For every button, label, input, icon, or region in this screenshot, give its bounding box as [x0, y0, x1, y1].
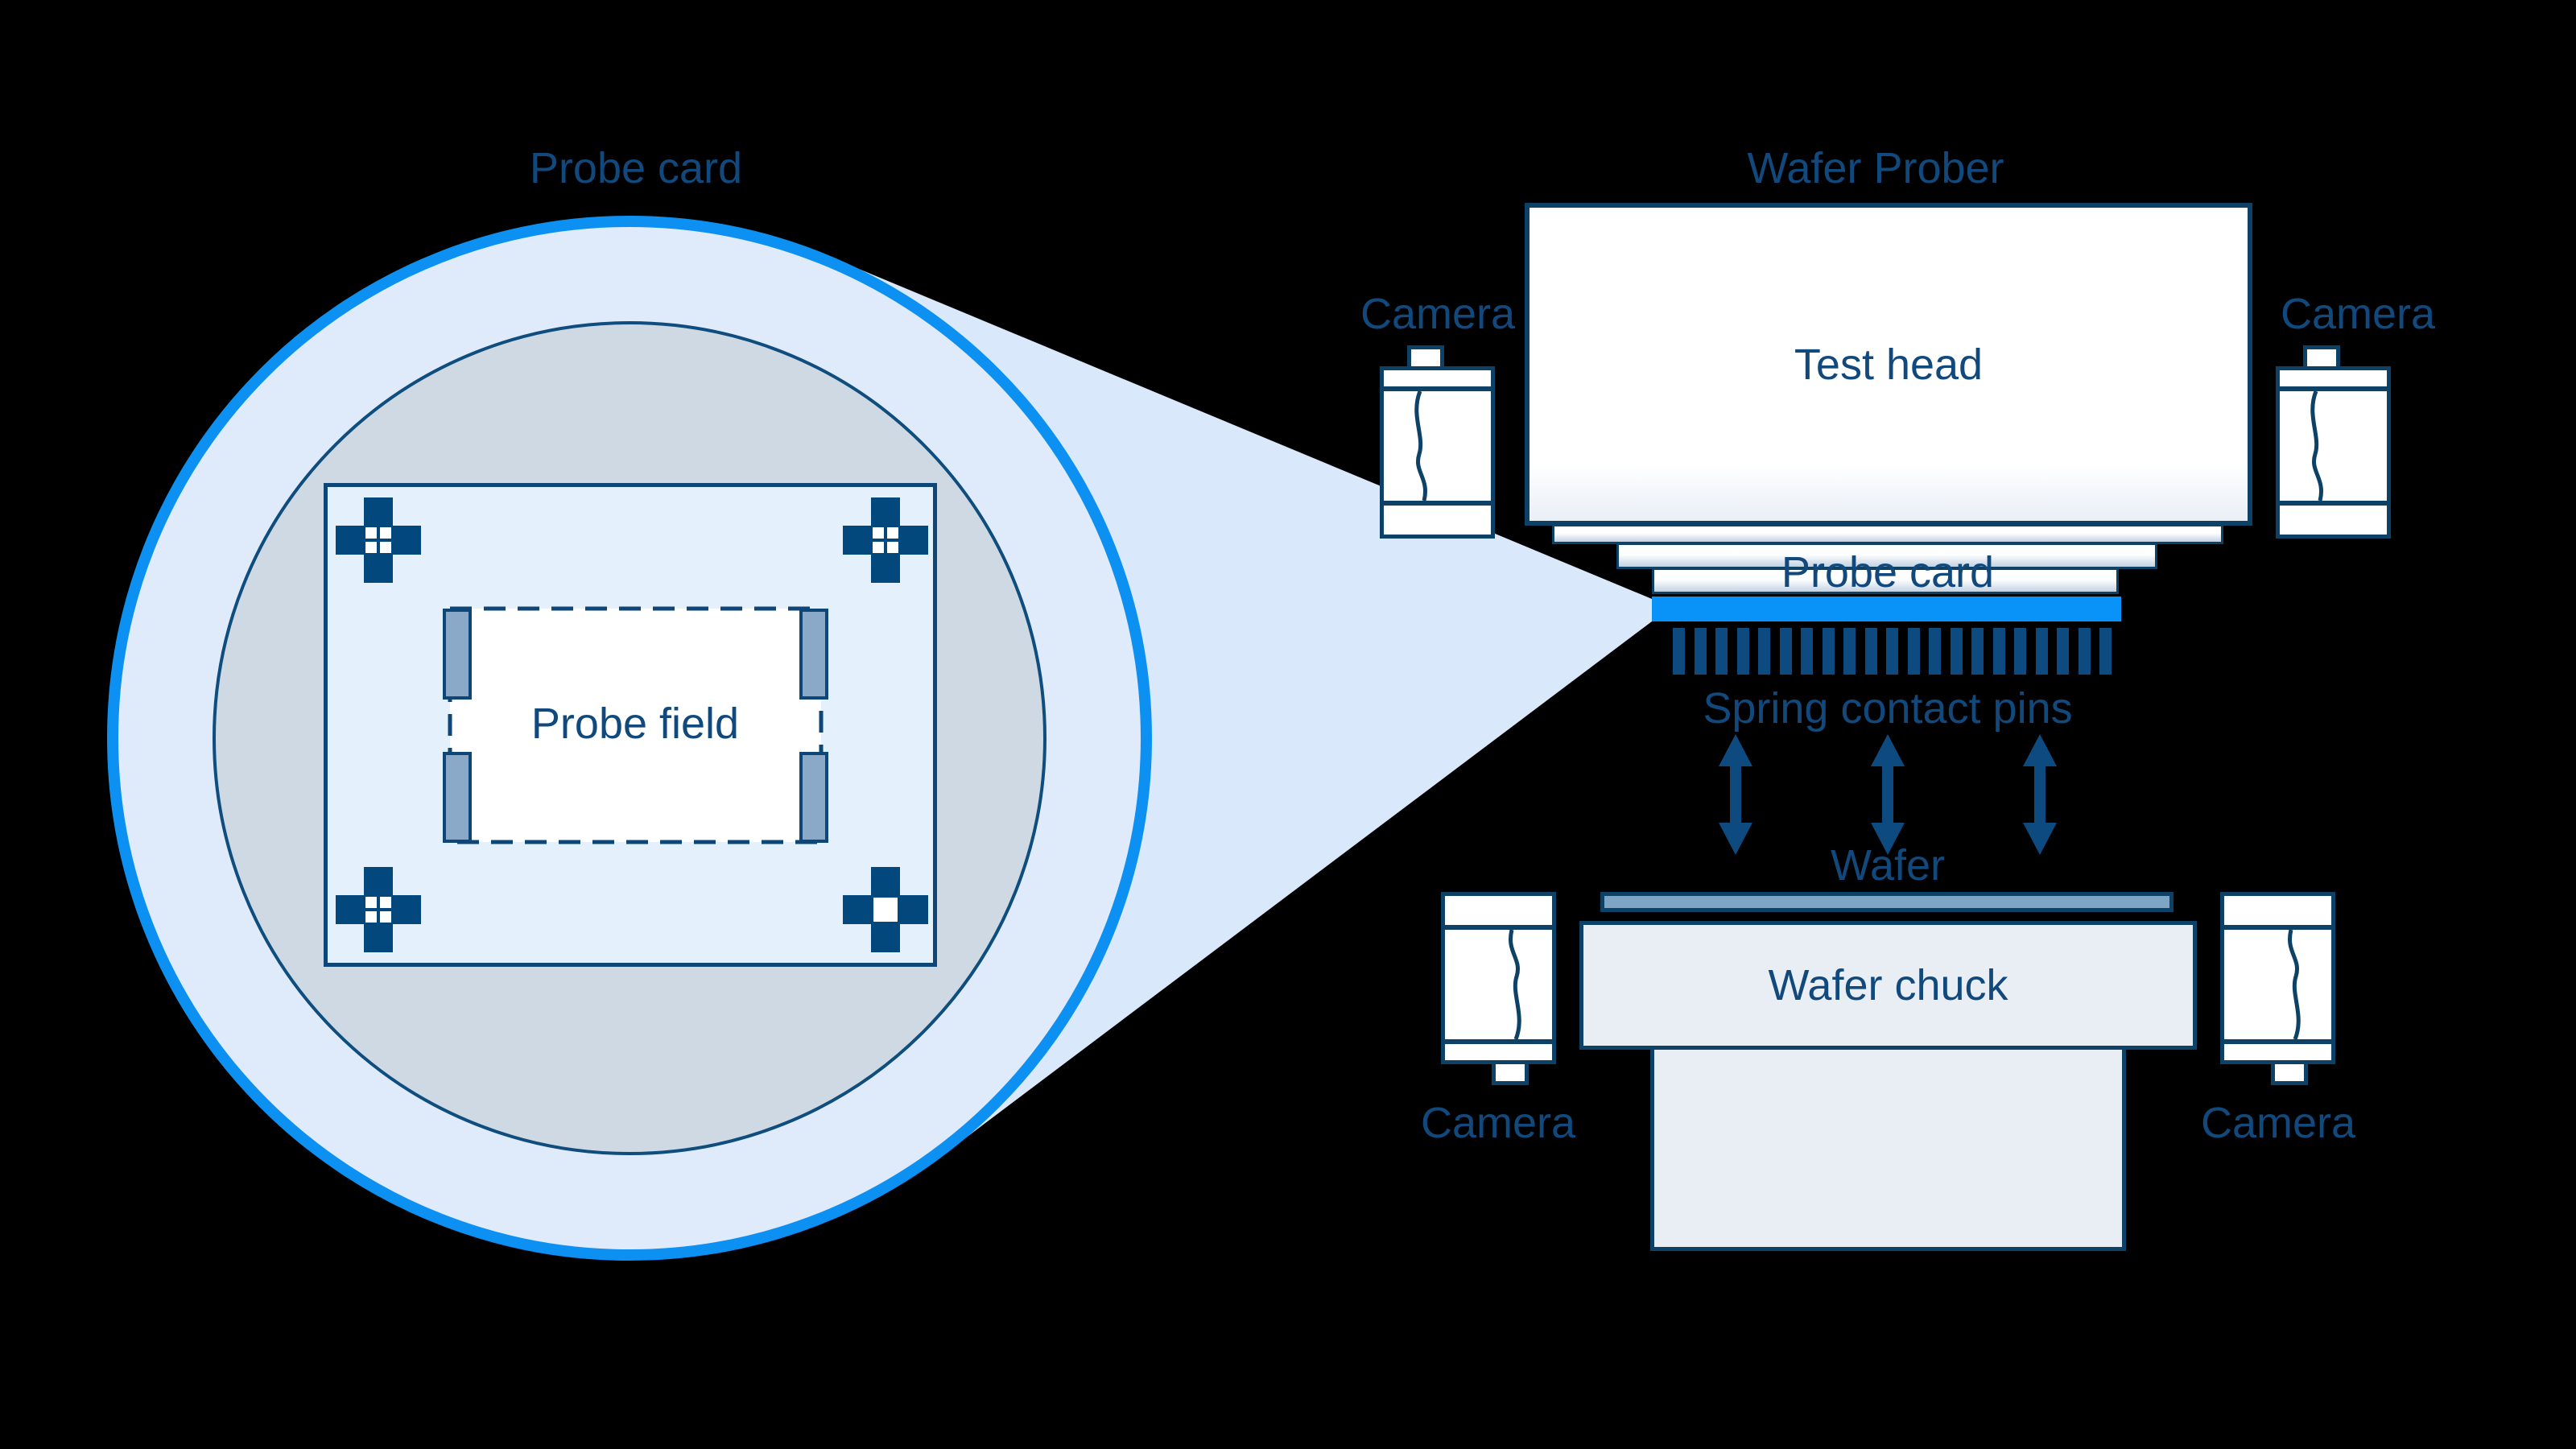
probe-field-edge-tab — [799, 752, 828, 843]
probe-field-label: Probe field — [530, 700, 740, 748]
spring-pin — [2099, 628, 2112, 675]
spring-pin — [2035, 628, 2048, 675]
spring-pin — [2078, 628, 2091, 675]
probe-card-detail-title: Probe card — [529, 144, 743, 192]
spring-pin — [1673, 628, 1685, 675]
camera-label: Camera — [1420, 1099, 1576, 1147]
camera-body — [2276, 387, 2391, 505]
spring-pin — [1907, 628, 1920, 675]
up-down-arrow-icon — [2023, 734, 2057, 855]
camera-body-curve — [2288, 930, 2301, 1039]
alignment-mark-top-left — [336, 497, 421, 583]
wafer-chuck-box: Wafer chuck — [1579, 921, 2197, 1050]
spring-pin — [1736, 628, 1749, 675]
spring-pin — [1694, 628, 1707, 675]
spring-pin — [1822, 628, 1835, 675]
spring-contact-pins-label: Spring contact pins — [1703, 684, 2073, 733]
spring-pin — [2057, 628, 2069, 675]
spring-pin — [1971, 628, 1984, 675]
camera-icon — [2220, 892, 2335, 1085]
camera-label: Camera — [2280, 290, 2436, 338]
camera-body-curve — [1509, 930, 1521, 1039]
camera-foot — [2276, 502, 2391, 539]
camera-body-curve — [2310, 391, 2323, 501]
camera-body — [1380, 387, 1495, 505]
spring-pin — [1715, 628, 1728, 675]
camera-body-curve — [1414, 391, 1427, 501]
camera-foot — [1441, 892, 1556, 929]
up-down-arrow-icon — [1871, 734, 1905, 855]
probe-field-edge-tab — [443, 752, 472, 843]
alignment-mark-bottom-left — [336, 867, 421, 952]
chuck-pedestal — [1650, 1050, 2126, 1251]
alignment-mark-bottom-right — [843, 867, 928, 952]
camera-icon — [1441, 892, 1556, 1085]
spring-pin — [1886, 628, 1898, 675]
probe-card-label: Probe card — [1781, 548, 1995, 597]
test-head-label: Test head — [1794, 340, 1984, 389]
spring-pin — [1992, 628, 2005, 675]
wafer-label: Wafer — [1830, 841, 1945, 890]
camera-label: Camera — [1360, 290, 1516, 338]
test-head-adapter-tier-1 — [1552, 524, 2223, 544]
spring-pin — [1950, 628, 1963, 675]
camera-icon — [1380, 345, 1495, 539]
spring-pin — [1864, 628, 1877, 675]
camera-icon — [2276, 345, 2391, 539]
camera-cap — [2220, 1040, 2335, 1064]
probe-field-box — [448, 606, 824, 844]
wafer-prober-title: Wafer Prober — [1747, 144, 2004, 192]
spring-pin — [1843, 628, 1856, 675]
alignment-mark-top-right — [843, 497, 928, 583]
camera-cap — [1441, 1040, 1556, 1064]
probe-field-edge-tab — [799, 609, 828, 700]
spring-contact-pins — [1673, 628, 2112, 675]
probe-field-edge-tab — [443, 609, 472, 700]
camera-body — [2220, 926, 2335, 1043]
camera-label: Camera — [2200, 1099, 2356, 1147]
spring-pin — [2014, 628, 2026, 675]
spring-pin — [1801, 628, 1813, 675]
test-head-adapter-tier-3 — [1652, 568, 2119, 594]
camera-body — [1441, 926, 1556, 1043]
wafer-bar — [1600, 892, 2174, 912]
probe-card-bar — [1652, 597, 2121, 621]
camera-foot — [2220, 892, 2335, 929]
up-down-arrow-icon — [1719, 734, 1752, 855]
motion-arrows — [1716, 734, 2059, 855]
spring-pin — [1758, 628, 1770, 675]
test-head-box: Test head — [1525, 203, 2252, 526]
camera-foot — [1380, 502, 1495, 539]
spring-pin — [1929, 628, 1941, 675]
wafer-chuck-label: Wafer chuck — [1768, 961, 2008, 1009]
spring-pin — [1779, 628, 1792, 675]
